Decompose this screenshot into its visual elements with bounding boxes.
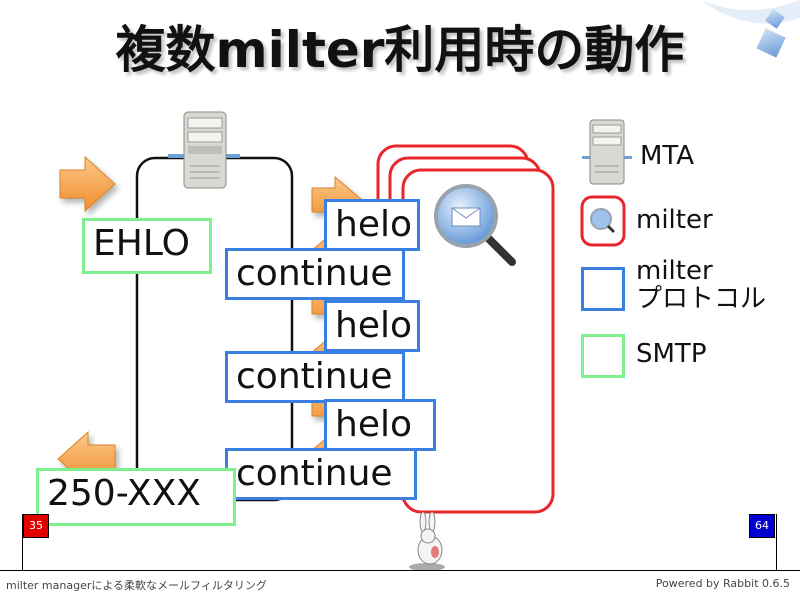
legend-mta-text: MTA	[640, 141, 695, 171]
current-page-flag: 35	[23, 514, 49, 538]
slide-title: 複数milter利用時の動作	[115, 21, 685, 79]
legend-smtp-swatch	[581, 334, 625, 378]
helo-label-3: helo	[324, 399, 436, 451]
footer-powered-by: Powered by Rabbit 0.6.5	[655, 577, 790, 590]
legend-protocol-text-1: milter	[636, 256, 713, 286]
legend-smtp-text: SMTP	[636, 339, 707, 369]
legend-protocol-swatch	[581, 267, 625, 311]
continue-label-2: continue	[225, 351, 405, 403]
continue-label-3: continue	[225, 448, 417, 500]
progress-pole-end	[776, 514, 777, 570]
response-label: 250-XXX	[36, 468, 236, 526]
continue-label-1: continue	[225, 248, 405, 300]
legend-server-icon	[582, 119, 632, 185]
footer-title: milter managerによる柔軟なメールフィルタリング	[6, 579, 267, 592]
ehlo-label: EHLO	[82, 218, 212, 274]
total-page-flag: 64	[749, 514, 775, 538]
helo-label-2: helo	[324, 300, 420, 352]
rabbit-icon	[409, 512, 445, 571]
legend-milter-text: milter	[636, 205, 713, 235]
legend-milter-icon	[580, 195, 626, 247]
progress-pole-start	[22, 514, 23, 570]
decoration-squares-icon	[700, 0, 800, 58]
magnifier-envelope-icon	[434, 184, 516, 266]
footer-divider	[0, 570, 800, 571]
legend-protocol-text-2: プロトコル	[636, 284, 767, 314]
helo-label-1: helo	[324, 199, 420, 251]
server-icon	[168, 111, 240, 189]
